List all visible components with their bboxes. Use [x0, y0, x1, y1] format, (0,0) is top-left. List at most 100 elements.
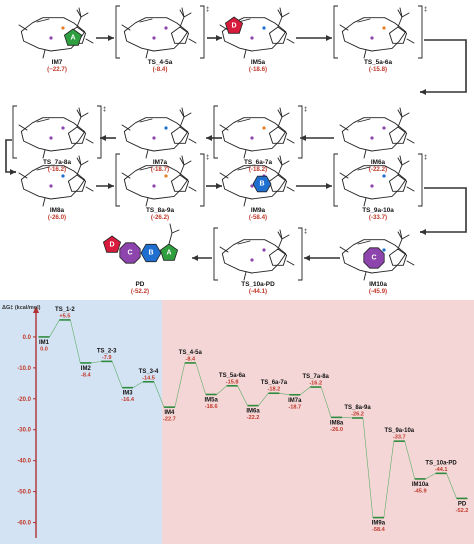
skeleton-bond — [279, 155, 283, 166]
skeleton-bond — [181, 7, 185, 18]
skeleton-bond — [341, 17, 407, 52]
skeleton-bond — [78, 155, 82, 166]
skeleton-bond — [18, 24, 28, 31]
structure-label: TS_6a-7a — [244, 159, 273, 166]
skeleton-bond — [399, 155, 403, 166]
structure-label: IM6a — [371, 159, 386, 166]
skeleton-bond — [406, 38, 415, 44]
skeleton-bond — [80, 12, 89, 18]
structure-label: IM7a — [153, 159, 168, 166]
skeleton-bond — [363, 271, 367, 281]
structure-energy: (-26.2) — [151, 214, 169, 221]
structure-energy: (-18.7) — [151, 166, 169, 173]
skeleton-bond — [221, 117, 287, 152]
atom-marker — [250, 136, 254, 140]
point-name: TS_10a-PD — [425, 460, 457, 466]
atom-marker — [250, 36, 254, 40]
skeleton-bond — [281, 12, 290, 18]
ring-b — [252, 175, 272, 193]
pd-ring-letter: C — [127, 250, 132, 257]
arrow-head — [420, 89, 426, 95]
skeleton-bond — [78, 7, 82, 18]
y-axis-arrowhead — [33, 306, 39, 313]
structure-label: TS_9a-10a — [362, 207, 394, 214]
atom-marker — [250, 258, 254, 262]
connector — [279, 392, 290, 396]
point-value: -26.0 — [330, 427, 343, 433]
skeleton-bond — [221, 239, 287, 274]
skeleton-bond — [401, 160, 410, 166]
structure-label: IM7 — [52, 59, 63, 66]
skeleton-bond — [406, 186, 415, 192]
point-name: TS_4-5a — [179, 350, 203, 356]
pd-ring-b — [140, 243, 162, 263]
structure-energy: (-26.0) — [48, 214, 66, 221]
y-tick-label: 0.0 — [23, 335, 32, 341]
bracket-left — [12, 105, 17, 159]
point-value: -26.2 — [351, 411, 364, 417]
structure-label: TS_4-5a — [148, 59, 173, 66]
arrow-head — [108, 183, 114, 189]
y-tick-label: -60.0 — [17, 521, 31, 527]
skeleton-bond — [85, 138, 94, 144]
point-name: TS_2-3 — [97, 348, 117, 354]
arrow-head — [100, 135, 106, 141]
arrow — [420, 187, 467, 233]
skeleton-bond — [363, 197, 367, 207]
skeleton-bond — [243, 149, 247, 159]
skeleton-bond — [36, 18, 50, 23]
point-value: -18.6 — [205, 404, 218, 410]
arrow-head — [10, 169, 16, 175]
connector — [404, 441, 415, 479]
point-name: IM1 — [39, 340, 50, 346]
skeleton-bond — [363, 49, 367, 59]
point-name: IM3 — [123, 391, 134, 397]
ring-letter: D — [231, 23, 236, 30]
skeleton-bond — [121, 24, 131, 31]
connector — [216, 385, 227, 395]
skeleton-bond — [339, 124, 349, 131]
structure-im6a: IM6a(-22.2) — [339, 107, 415, 173]
transition-state-mark: ‡ — [304, 229, 307, 235]
skeleton-bond — [170, 174, 190, 192]
skeleton-bond — [357, 166, 371, 171]
atom-marker — [370, 136, 374, 140]
connector — [91, 361, 102, 364]
skeleton-bond — [237, 240, 251, 245]
skeleton-bond — [139, 118, 153, 123]
point-value: -16.4 — [121, 397, 135, 403]
skeleton-bond — [286, 138, 295, 144]
point-value: -22.2 — [247, 415, 260, 421]
skeleton-bond — [399, 107, 403, 118]
point-name: IM9a — [372, 521, 386, 527]
region-red — [162, 300, 474, 544]
connector — [383, 441, 395, 518]
atom-marker — [61, 26, 65, 30]
skeleton-bond — [42, 197, 46, 207]
connector — [111, 361, 123, 388]
skeleton-bond — [357, 18, 371, 23]
pd-ring-a — [159, 243, 179, 261]
skeleton-bond — [123, 17, 189, 52]
skeleton-bond — [183, 12, 192, 18]
skeleton-bond — [121, 124, 131, 131]
skeleton-bond — [219, 246, 229, 253]
point-name: TS_8a-9a — [344, 405, 371, 411]
point-name: IM4 — [164, 410, 175, 416]
skeleton-bond — [388, 126, 408, 144]
skeleton-bond — [388, 248, 408, 266]
structure-ts_4-5a: ‡TS_4-5a(-8.4) — [115, 5, 209, 73]
point-name: TS_5a-6a — [219, 373, 246, 379]
atom-marker — [164, 126, 168, 130]
skeleton-bond — [399, 229, 403, 240]
structure-energy: (-15.8) — [369, 66, 387, 73]
skeleton-bond — [268, 248, 288, 266]
bracket-left — [213, 227, 218, 281]
y-tick-label: -30.0 — [17, 428, 31, 434]
point-name: TS_7a-8a — [303, 374, 330, 380]
point-value: -7.9 — [102, 355, 112, 361]
skeleton-bond — [18, 172, 28, 179]
skeleton-bond — [388, 174, 408, 192]
point-name: IM5a — [205, 397, 219, 403]
